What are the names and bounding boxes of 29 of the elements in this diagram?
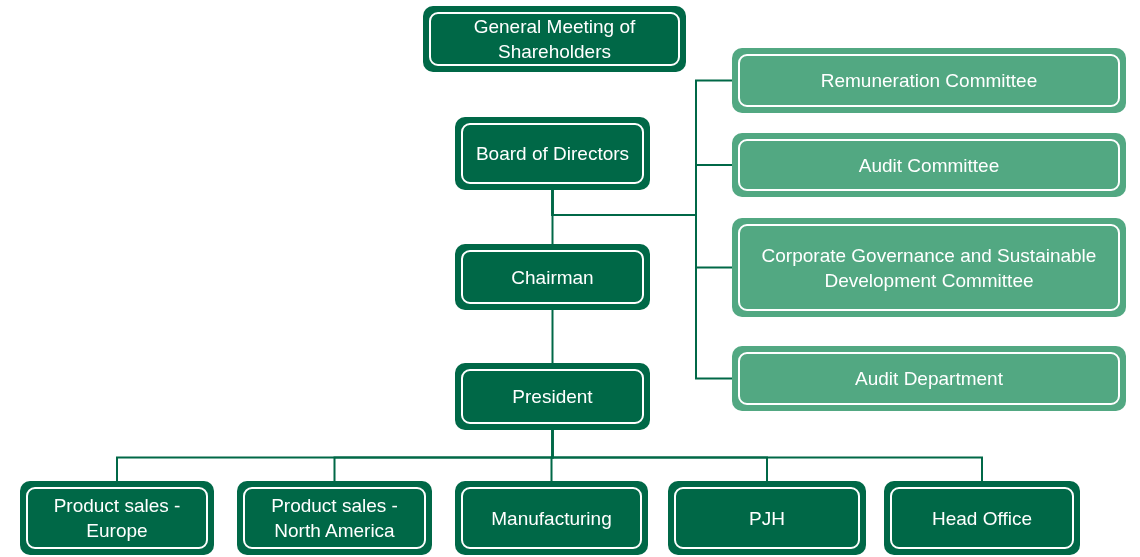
committee-box xyxy=(732,133,1126,197)
org-box xyxy=(455,481,648,555)
box-label: Corporate Governance and Sustainable Development Committee xyxy=(760,243,1098,293)
box-label: Head Office xyxy=(932,506,1032,531)
org-box xyxy=(455,244,650,310)
committee-box xyxy=(732,218,1126,317)
box-label: President xyxy=(512,385,593,409)
org-box xyxy=(237,481,432,555)
committee-box xyxy=(732,346,1126,411)
box-label: Audit Committee xyxy=(858,153,1000,178)
org-box xyxy=(884,481,1080,555)
org-box xyxy=(455,363,650,430)
box-label: Product sales - North America xyxy=(270,494,399,543)
box-label: General Meeting of Shareholders xyxy=(472,15,637,64)
box-label: Product sales - Europe xyxy=(52,494,182,543)
org-box xyxy=(20,481,214,555)
box-label: PJH xyxy=(749,506,785,531)
org-box xyxy=(423,6,686,72)
connector-line xyxy=(551,309,554,364)
committee-box xyxy=(732,48,1126,113)
box-label: Manufacturing xyxy=(491,506,612,531)
box-label: Chairman xyxy=(511,265,594,290)
org-box xyxy=(668,481,866,555)
box-label: Audit Department xyxy=(855,367,1003,391)
box-label: Remuneration Committee xyxy=(820,69,1038,93)
connector-line xyxy=(551,429,983,482)
org-box xyxy=(455,117,650,190)
box-label: Board of Directors xyxy=(475,142,630,166)
connector-line xyxy=(551,189,733,380)
